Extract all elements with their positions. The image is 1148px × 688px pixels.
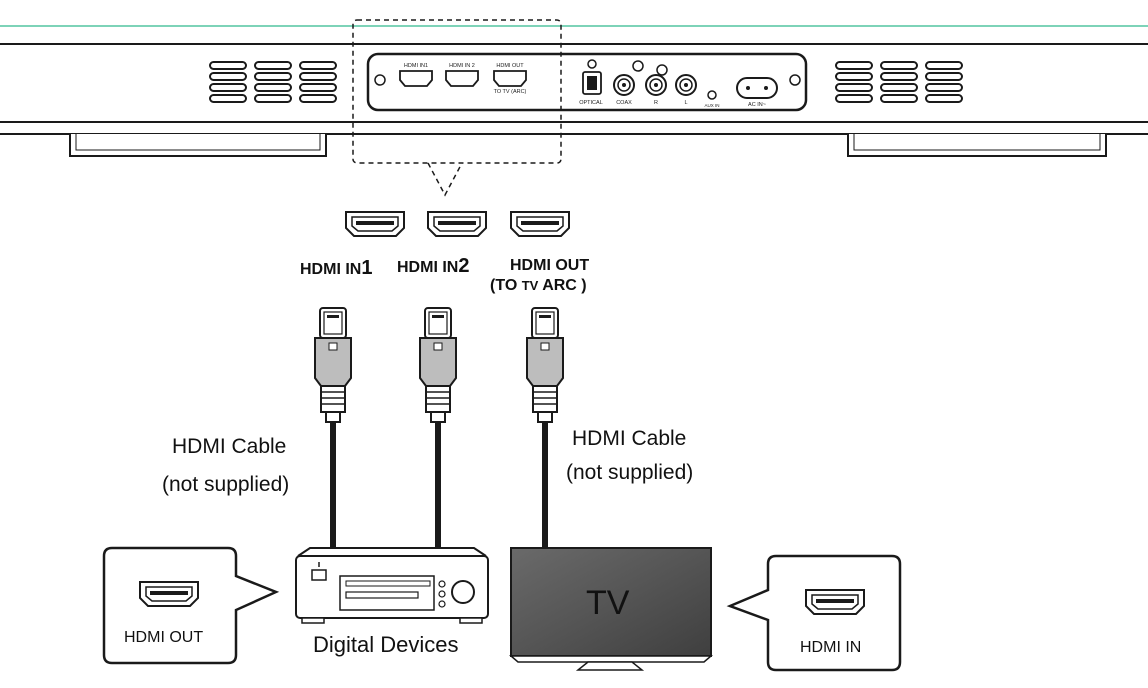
aux-port-icon — [707, 90, 717, 100]
hdmi-in-callout-port-icon — [805, 589, 865, 615]
connector-panel: HDMI IN1 HDMI IN 2 HDMI OUT TO TV (ARC) … — [366, 52, 808, 112]
panel-label-hdmi-in2: HDMI IN 2 — [449, 63, 475, 69]
hdmi-plug-icon — [314, 307, 352, 423]
hdmi-plug-icon — [419, 307, 457, 423]
foot-left — [69, 134, 327, 157]
label-digital-devices: Digital Devices — [313, 632, 459, 657]
vent-grille-left — [209, 61, 337, 103]
panel-label-l: L — [684, 100, 687, 106]
panel-label-hdmi-out: HDMI OUT — [496, 63, 524, 69]
label-to-tv-arc: (TO TV ARC ) — [490, 277, 587, 294]
hdmi-plug-icon — [526, 307, 564, 423]
audio-r-port-icon — [645, 64, 668, 96]
label-cable-left: HDMI Cable — [172, 435, 287, 458]
panel-label-ac: AC IN~ — [748, 102, 766, 108]
audio-l-port-icon — [675, 74, 697, 96]
panel-label-aux: AUX IN — [704, 103, 719, 108]
label-tv: TV — [586, 584, 630, 622]
hdmi-out-port-icon — [510, 211, 570, 237]
digital-device-icon — [295, 547, 489, 624]
vent-grille-right — [835, 61, 963, 103]
panel-label-optical: OPTICAL — [579, 100, 603, 106]
label-callout-hdmi-in: HDMI IN — [800, 639, 862, 656]
zoom-indicator — [352, 19, 562, 197]
panel-hdmi-in2-port — [445, 70, 479, 87]
ac-power-port-icon — [736, 77, 778, 99]
coax-port-icon — [613, 60, 644, 96]
panel-label-r: R — [654, 100, 658, 106]
hdmi-out-callout-port-icon — [139, 581, 199, 607]
label-not-supplied-right: (not supplied) — [566, 461, 694, 484]
tv-icon — [508, 547, 714, 671]
label-hdmi-out: HDMI OUT — [510, 257, 590, 274]
screw-icon — [374, 74, 386, 86]
label-not-supplied-left: (not supplied) — [162, 473, 290, 496]
panel-label-coax: COAX — [616, 100, 632, 106]
panel-label-hdmi-in1: HDMI IN1 — [404, 63, 428, 69]
panel-label-to-tv-arc: TO TV (ARC) — [494, 89, 527, 95]
label-cable-right: HDMI Cable — [572, 427, 687, 450]
hdmi-cables — [330, 420, 548, 556]
screw-icon — [789, 74, 801, 86]
panel-hdmi-out-port — [493, 70, 527, 87]
label-callout-hdmi-out: HDMI OUT — [124, 629, 204, 646]
panel-hdmi-in1-port — [399, 70, 433, 87]
hdmi-in1-port-icon — [345, 211, 405, 237]
hdmi-in2-port-icon — [427, 211, 487, 237]
soundbar-rear — [0, 25, 1148, 157]
label-hdmi-in2: HDMI IN2 — [397, 255, 470, 277]
foot-right — [847, 134, 1107, 157]
optical-port-icon — [582, 59, 602, 95]
label-hdmi-in1: HDMI IN1 — [300, 257, 373, 279]
